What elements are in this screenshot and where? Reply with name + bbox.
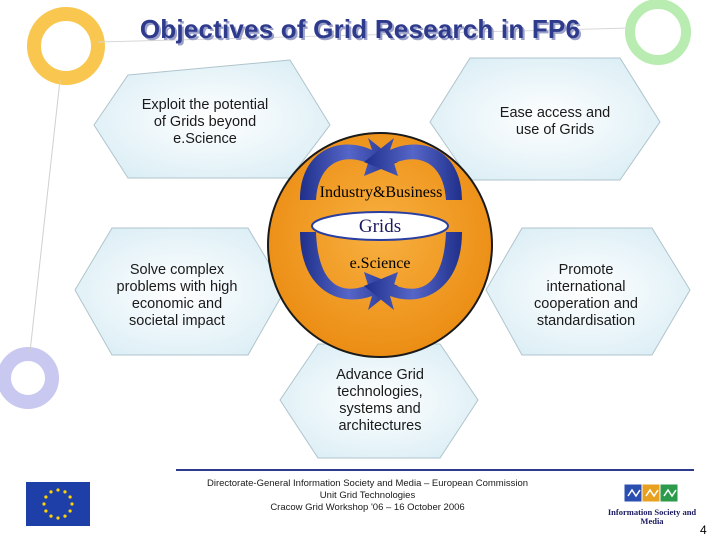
industry-business-label: Industry&Business [319, 184, 443, 201]
decorative-line [29, 79, 61, 353]
lavender-ring [0, 347, 59, 409]
eu-star [68, 495, 72, 499]
eu-star [56, 516, 60, 520]
hexagon-middle-right [485, 227, 691, 356]
hexagon-middle-left [74, 227, 286, 356]
eu-flag-icon [26, 482, 90, 526]
objective-top-right: Ease access and use of Grids [499, 105, 611, 138]
objective-middle-left: Solve complex problems with high economi… [116, 262, 238, 329]
eu-star [42, 502, 46, 506]
eu-star [49, 490, 53, 494]
eu-star [49, 514, 53, 518]
footer-line-1: Directorate-General Information Society … [206, 478, 529, 489]
central-circle [267, 132, 493, 358]
eu-star [63, 514, 67, 518]
eu-star [56, 488, 60, 492]
eu-star [44, 509, 48, 513]
hexagon-bottom [279, 343, 479, 459]
hexagon-top-right [429, 57, 661, 181]
grids-label: Grids [358, 216, 402, 237]
objective-bottom: Advance Grid technologies, systems and a… [336, 367, 424, 434]
footer-line-2: Unit Grid Technologies [319, 490, 416, 501]
arrow-upper-left [300, 138, 398, 200]
arrow-lower-right [364, 232, 462, 310]
footer-text: Directorate-General Information Society … [175, 478, 560, 514]
arrow-upper-right [364, 138, 462, 200]
page-title: Objectives of Grid Research in FP6 [139, 14, 581, 44]
escience-label: e.Science [349, 255, 411, 272]
logo-label: Information Society and Media [607, 507, 697, 526]
eu-star [44, 495, 48, 499]
eu-star [68, 509, 72, 513]
eu-star [63, 490, 67, 494]
eu-star [70, 502, 74, 506]
title-line [97, 27, 631, 43]
footer-line-3: Cracow Grid Workshop '06 – 16 October 20… [270, 502, 465, 513]
green-ring [625, 0, 691, 65]
information-society-logo-icon [623, 483, 679, 503]
grids-ellipse [311, 211, 449, 241]
objective-middle-right: Promote international cooperation and st… [534, 262, 638, 329]
objective-top-left: Exploit the potential of Grids beyond e.… [141, 96, 269, 147]
yellow-ring [27, 7, 105, 85]
page-number: 4 [700, 523, 707, 537]
